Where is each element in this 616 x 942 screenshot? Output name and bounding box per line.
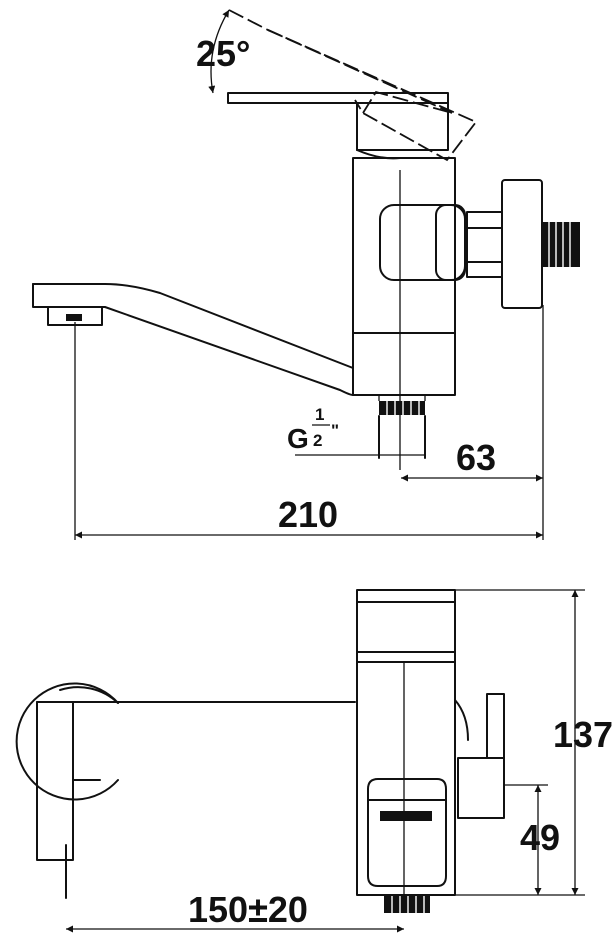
dimension-150-label: 150±20 <box>188 889 308 930</box>
dimension-63: 63 <box>401 305 544 540</box>
side-view: 25° <box>32 9 580 540</box>
thread-g: G <box>287 423 309 454</box>
wall-connector <box>466 179 580 309</box>
angle-indicator: 25° <box>196 9 250 94</box>
spout-front <box>36 701 356 861</box>
raised-lever-outline <box>228 9 478 162</box>
lever-front <box>457 693 505 819</box>
dimension-210-label: 210 <box>278 494 338 535</box>
angle-label: 25° <box>196 33 250 74</box>
bottom-thread <box>295 395 426 459</box>
thread-inch-mark: " <box>331 421 339 440</box>
mixer-body <box>352 157 456 470</box>
dimension-210: 210 <box>75 494 543 539</box>
dimension-63-label: 63 <box>456 437 496 478</box>
diverter-knob <box>379 204 466 281</box>
thread-denominator: 2 <box>313 431 322 450</box>
dimension-137-label: 137 <box>553 714 613 755</box>
wall-flange <box>15 682 119 801</box>
dimension-137: 137 <box>455 589 613 896</box>
lever-handle <box>227 92 449 160</box>
mixer-body-front <box>356 589 469 896</box>
diverter-front <box>367 778 447 887</box>
bottom-thread-front <box>384 896 430 913</box>
dimension-150: 150±20 <box>65 844 404 933</box>
thread-size-label: G 1 2 " <box>287 405 339 454</box>
dimension-49: 49 <box>504 784 560 895</box>
spout <box>32 283 354 540</box>
front-view: 137 49 150±20 <box>15 589 613 933</box>
dimension-49-label: 49 <box>520 817 560 858</box>
thread-numerator: 1 <box>315 405 324 424</box>
